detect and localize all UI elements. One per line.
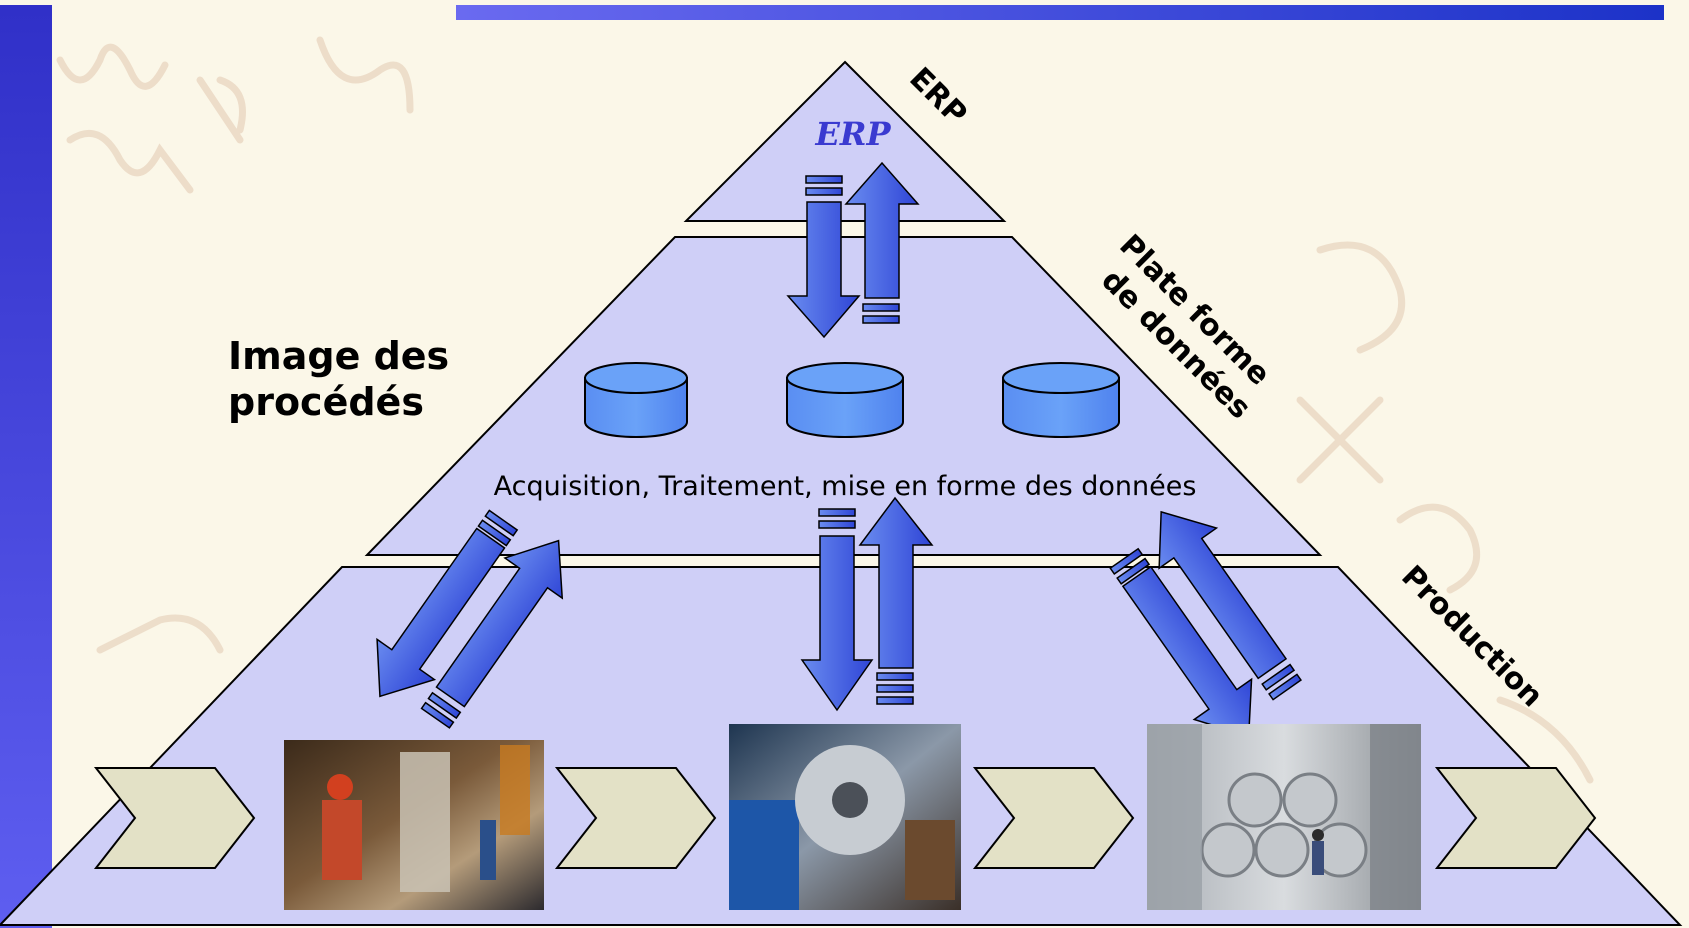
database-cylinder-3 (1002, 362, 1120, 438)
heading-line2: procédés (228, 380, 424, 424)
arrow-pair-right (1109, 510, 1302, 738)
top-accent-bar (456, 5, 1664, 20)
process-chevron-3 (972, 767, 1135, 869)
process-chevron-1 (93, 767, 256, 869)
arrow-pair-left (376, 509, 564, 729)
process-chevron-2 (554, 767, 717, 869)
pyramid-top-layer (683, 60, 1007, 222)
factory-worker-image (284, 740, 544, 910)
erp-side-label: ERP (902, 61, 973, 132)
data-processing-caption: Acquisition, Traitement, mise en forme d… (494, 471, 1197, 502)
arrow-pair-erp-platform (786, 161, 920, 339)
erp-inner-label: ERP (814, 115, 891, 153)
heading-line1: Image des (228, 334, 449, 378)
database-cylinder-2 (786, 362, 904, 438)
left-accent-bar (0, 5, 52, 928)
background-handwriting (56, 36, 1594, 784)
rolling-mill-image (729, 724, 961, 910)
arrow-pair-center (800, 496, 934, 712)
database-cylinder-1 (584, 362, 688, 438)
steel-coils-image (1147, 724, 1421, 910)
process-chevron-4 (1434, 767, 1597, 869)
